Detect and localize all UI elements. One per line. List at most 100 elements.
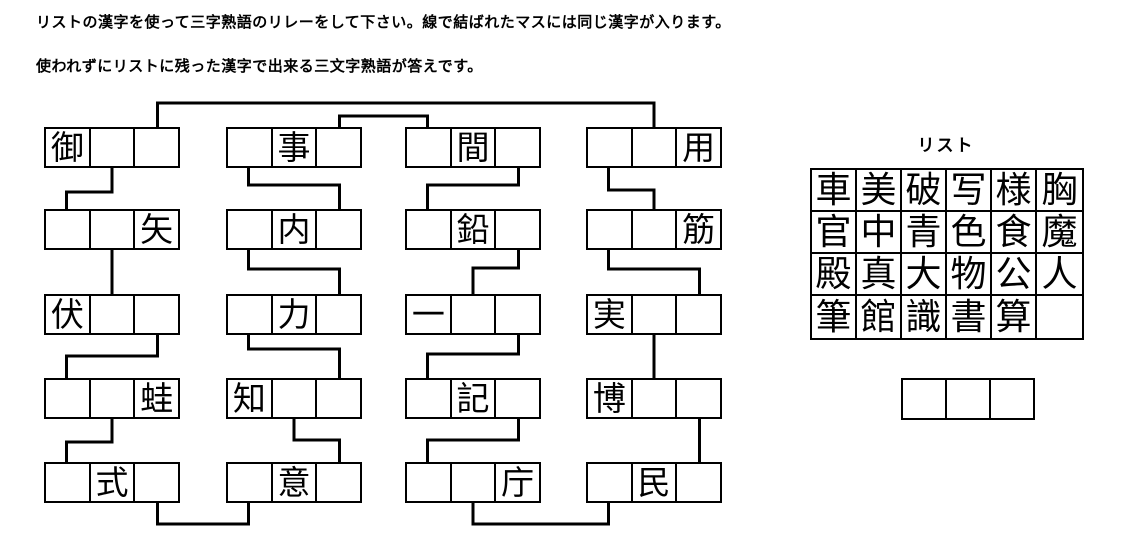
puzzle-cell-r3a1: 伏: [46, 296, 91, 333]
puzzle-cell-r4b1: 知: [228, 380, 273, 417]
puzzle-strip-r5d: 民: [586, 462, 722, 503]
puzzle-strip-r1d: 用: [586, 127, 722, 168]
puzzle-cell-r4b2: [273, 380, 318, 417]
puzzle-cell-r4a3: 蛙: [140, 380, 174, 417]
puzzle-cell-r2c2: 鉛: [452, 211, 497, 248]
puzzle-cell-r1d1: [588, 129, 633, 166]
puzzle-cell-r3d1: 実: [588, 296, 633, 333]
puzzle-cell-r5a1: [46, 464, 91, 501]
puzzle-cell-r1c1: [407, 129, 452, 166]
puzzle-cell-r4c2: 記: [452, 380, 497, 417]
puzzle-strip-r3c: 一: [405, 294, 541, 335]
connector-line: [426, 168, 520, 209]
connector-line: [337, 114, 430, 127]
puzzle-cell-r4d3: [677, 380, 720, 417]
list-cell-r1c6: 胸: [1037, 170, 1082, 212]
connector-line: [247, 335, 341, 378]
puzzle-cell-r3a2: [91, 296, 136, 333]
puzzle-cell-r2c3: [496, 211, 539, 248]
puzzle-strip-r5b: 意: [226, 462, 362, 503]
list-cell-r2c5: 食: [992, 212, 1037, 254]
connector-line: [65, 168, 114, 209]
puzzle-cell-r2a3: 矢: [140, 211, 174, 248]
answer-cell-2: [947, 380, 991, 418]
puzzle-cell-r5a2: 式: [91, 464, 136, 501]
list-cell-r4c2: 館: [857, 296, 902, 338]
puzzle-cell-r3d2: [633, 296, 678, 333]
answer-cell-1: [903, 380, 947, 418]
list-cell-r1c5: 様: [992, 170, 1037, 212]
puzzle-cell-r4d2: [633, 380, 678, 417]
puzzle-cell-r1c2: 間: [452, 129, 497, 166]
list-cell-r1c4: 写: [947, 170, 992, 212]
connector-line: [471, 503, 611, 526]
puzzle-cell-r4c1: [407, 380, 452, 417]
puzzle-cell-r2d3: 筋: [682, 211, 716, 248]
puzzle-cell-r5c2: [452, 464, 497, 501]
list-cell-r2c6: 魔: [1037, 212, 1082, 254]
list-cell-r1c1: 車: [812, 170, 857, 212]
puzzle-cell-r2a1: [46, 211, 91, 248]
list-cell-r4c3: 識: [902, 296, 947, 338]
puzzle-cell-r5b2: 意: [273, 464, 318, 501]
puzzle-cell-r3c2: [452, 296, 497, 333]
puzzle-strip-r2c: 鉛: [405, 209, 541, 250]
puzzle-cell-r3c1: 一: [407, 296, 452, 333]
puzzle-strip-r1a: 御: [44, 127, 180, 168]
puzzle-cell-r1b1: [228, 129, 273, 166]
puzzle-cell-r2d2: [633, 211, 678, 248]
list-title: リスト: [917, 136, 975, 155]
puzzle-strip-r1b: 事: [226, 127, 362, 168]
list-cell-r3c1: 殿: [812, 254, 857, 296]
puzzle-strip-r4c: 記: [405, 378, 541, 419]
puzzle-cell-r1c3: [496, 129, 539, 166]
puzzle-cell-r1a3: [135, 129, 178, 166]
list-cell-r2c4: 色: [947, 212, 992, 254]
puzzle-cell-r4a1: [46, 380, 91, 417]
list-cell-r2c3: 青: [902, 212, 947, 254]
connector-line: [292, 419, 341, 462]
connector-line: [155, 101, 656, 127]
puzzle-strip-r1c: 間: [405, 127, 541, 168]
answer-boxes: [901, 378, 1035, 420]
connector-line: [426, 335, 520, 378]
puzzle-cell-r5b3: [317, 464, 360, 501]
puzzle-cell-r4c3: [496, 380, 539, 417]
connector-line: [65, 419, 114, 462]
list-cell-r2c1: 官: [812, 212, 857, 254]
list-cell-r4c1: 筆: [812, 296, 857, 338]
puzzle-strip-r4b: 知: [226, 378, 362, 419]
list-cell-r4c6: [1037, 296, 1082, 338]
instruction-line-2: 使われずにリストに残った漢字で出来る三文字熟語が答えです。: [36, 58, 483, 75]
puzzle-strip-r2b: 内: [226, 209, 362, 250]
puzzle-cell-r4a2: [91, 380, 136, 417]
puzzle-cell-r5b1: [228, 464, 273, 501]
connector-line: [471, 250, 520, 294]
puzzle-cell-r3d3: [677, 296, 720, 333]
connector-line: [65, 335, 159, 378]
answer-cell-3: [991, 380, 1033, 418]
connector-line: [247, 250, 341, 294]
connector-line: [607, 250, 701, 294]
list-cell-r2c2: 中: [857, 212, 902, 254]
puzzle-cell-r5d3: [677, 464, 720, 501]
list-cell-r3c3: 大: [902, 254, 947, 296]
puzzle-cell-r5c1: [407, 464, 452, 501]
puzzle-strip-r5c: 庁: [405, 462, 541, 503]
puzzle-cell-r3a3: [135, 296, 178, 333]
puzzle-cell-r2c1: [407, 211, 452, 248]
puzzle-strip-r4d: 博: [586, 378, 722, 419]
puzzle-cell-r5c3: 庁: [501, 464, 535, 501]
puzzle-cell-r5d2: 民: [633, 464, 678, 501]
puzzle-strip-r2d: 筋: [586, 209, 722, 250]
puzzle-strip-r2a: 矢: [44, 209, 180, 250]
list-cell-r4c5: 算: [992, 296, 1037, 338]
puzzle-cell-r4b3: [317, 380, 360, 417]
list-cell-r3c4: 物: [947, 254, 992, 296]
puzzle-cell-r1b3: [317, 129, 360, 166]
puzzle-strip-r5a: 式: [44, 462, 180, 503]
puzzle-cell-r3b3: [317, 296, 360, 333]
puzzle-cell-r5d1: [588, 464, 633, 501]
